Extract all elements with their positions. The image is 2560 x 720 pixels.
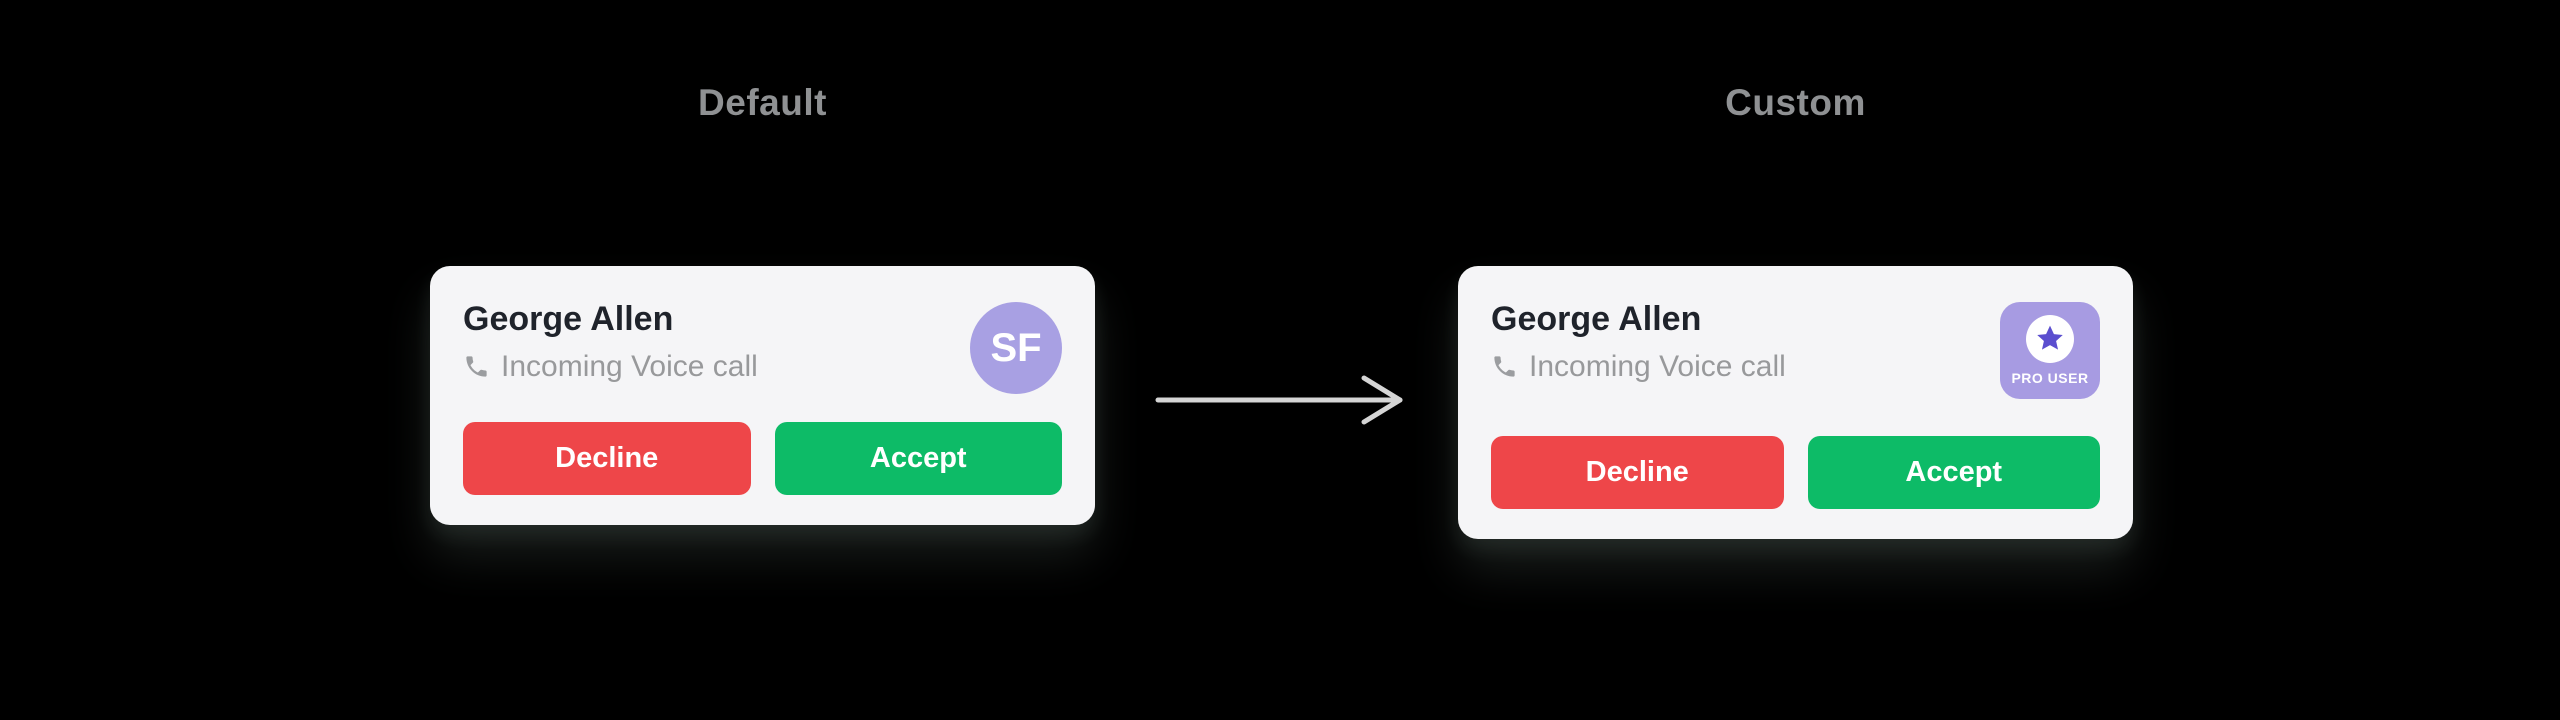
decline-button[interactable]: Decline [463,422,751,495]
caller-name: George Allen [463,300,674,338]
phone-icon [1491,353,1518,380]
pro-badge-label: PRO USER [2011,370,2089,386]
pro-user-badge: PRO USER [2000,302,2100,399]
call-type-row: Incoming Voice call [463,350,758,384]
card-header: George Allen Incoming Voice call SF [463,298,1062,394]
phone-icon [463,353,490,380]
avatar: SF [970,302,1062,394]
caller-info: George Allen Incoming Voice call [463,298,758,384]
accept-button[interactable]: Accept [774,422,1062,495]
call-type-text: Incoming Voice call [501,349,758,383]
caller-name: George Allen [1491,300,1702,338]
accept-button[interactable]: Accept [1807,436,2100,509]
card-header: George Allen Incoming Voice call P [1491,298,2100,399]
incoming-call-card-custom: George Allen Incoming Voice call P [1458,266,2133,539]
call-type-text: Incoming Voice call [1529,349,1786,383]
incoming-call-card-default: George Allen Incoming Voice call SF Decl… [430,266,1095,525]
custom-section-label: Custom [1725,82,1866,123]
default-section-label: Default [698,82,827,123]
call-type-row: Incoming Voice call [1491,350,1786,384]
call-actions: Decline Accept [463,422,1062,495]
caller-info: George Allen Incoming Voice call [1491,298,1786,384]
call-actions: Decline Accept [1491,436,2100,509]
star-icon [2026,315,2074,363]
arrow-right-icon [1150,368,1410,437]
decline-button[interactable]: Decline [1491,436,1784,509]
